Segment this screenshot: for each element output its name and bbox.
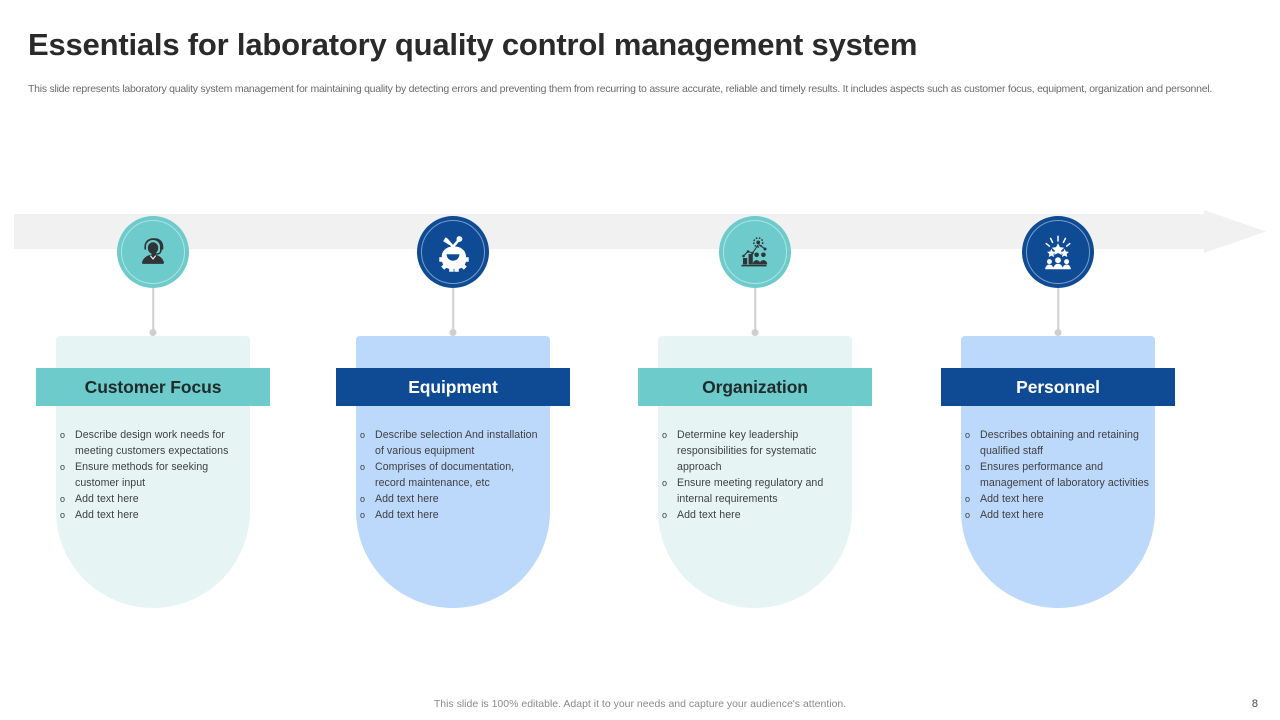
bullet-marker: o xyxy=(360,430,366,440)
list-item: o Describe design work needs for meeting … xyxy=(60,427,246,459)
bullet-text: Ensures performance and management of la… xyxy=(980,461,1149,489)
connector-line xyxy=(452,288,454,332)
bullet-marker: o xyxy=(662,430,668,440)
list-item: o Add text here xyxy=(60,507,246,523)
bullet-text: Add text here xyxy=(980,509,1044,521)
list-item: o Add text here xyxy=(965,491,1151,507)
card-header-personnel: Personnel xyxy=(941,368,1175,406)
bullet-text: Describe selection And installation of v… xyxy=(375,429,538,457)
icon-circle-customer-focus[interactable] xyxy=(117,216,189,288)
card-header-equipment: Equipment xyxy=(336,368,570,406)
circle-ring xyxy=(121,220,185,284)
column-organization: Organization o Determine key leadership r… xyxy=(605,0,905,720)
column-personnel: Personnel o Describes obtaining and retai… xyxy=(908,0,1208,720)
process-arrow xyxy=(14,210,1266,253)
bullet-text: Ensure meeting regulatory and internal r… xyxy=(677,477,824,505)
card-title-label: Organization xyxy=(702,376,808,397)
bullet-text: Describe design work needs for meeting c… xyxy=(75,429,229,457)
list-item: o Determine key leadership responsibiliti… xyxy=(662,427,848,475)
circle-ring xyxy=(421,220,485,284)
bullet-marker: o xyxy=(360,510,366,520)
connector-dot xyxy=(751,329,759,336)
bullet-text: Add text here xyxy=(75,509,139,521)
list-item: o Add text here xyxy=(60,491,246,507)
bullet-marker: o xyxy=(965,494,971,504)
list-item: o Add text here xyxy=(965,507,1151,523)
page-title: Essentials for laboratory quality contro… xyxy=(28,27,918,62)
headset-agent-icon xyxy=(142,238,164,264)
list-item: o Add text here xyxy=(360,507,546,523)
connector-line xyxy=(754,288,756,332)
page-subtitle: This slide represents laboratory quality… xyxy=(28,83,1213,95)
connector-dot xyxy=(449,329,457,336)
bullet-list-equipment: o Describe selection And installation of … xyxy=(360,427,546,523)
bullet-text: Add text here xyxy=(980,493,1044,505)
card-header-customer-focus: Customer Focus xyxy=(36,368,270,406)
page-number: 8 xyxy=(1251,698,1258,710)
card-title-label: Customer Focus xyxy=(84,376,222,397)
column-equipment: Equipment o Describe selection And instal… xyxy=(303,0,603,720)
bullet-marker: o xyxy=(965,510,971,520)
list-item: o Add text here xyxy=(662,507,848,523)
team-star-rating-icon xyxy=(1045,235,1071,270)
bullet-text: Determine key leadership responsibilitie… xyxy=(677,429,817,473)
bullet-marker: o xyxy=(60,430,66,440)
connector-line xyxy=(1057,288,1059,332)
bullet-list-customer-focus: o Describe design work needs for meeting … xyxy=(60,427,246,523)
bullet-text: Add text here xyxy=(375,509,439,521)
list-item: o Describe selection And installation of … xyxy=(360,427,546,459)
bullet-text: Add text here xyxy=(375,493,439,505)
bullet-marker: o xyxy=(965,430,971,440)
bullet-list-organization: o Determine key leadership responsibiliti… xyxy=(662,427,848,523)
list-item: o Comprises of documentation, record main… xyxy=(360,459,546,491)
bullet-marker: o xyxy=(662,510,668,520)
bullet-marker: o xyxy=(60,510,66,520)
bullet-marker: o xyxy=(360,462,366,472)
list-item: o Ensures performance and management of l… xyxy=(965,459,1151,491)
icon-circle-personnel[interactable] xyxy=(1022,216,1094,288)
bullet-text: Comprises of documentation, record maint… xyxy=(375,461,515,489)
circle-ring xyxy=(723,220,787,284)
list-item: o Add text here xyxy=(360,491,546,507)
card-title-label: Personnel xyxy=(1016,376,1100,397)
icon-circle-equipment[interactable] xyxy=(417,216,489,288)
bullet-marker: o xyxy=(60,494,66,504)
circle-ring xyxy=(1026,220,1090,284)
bullet-marker: o xyxy=(60,462,66,472)
list-item: o Describes obtaining and retaining quali… xyxy=(965,427,1151,459)
bullet-text: Ensure methods for seeking customer inpu… xyxy=(75,461,209,489)
bullet-list-personnel: o Describes obtaining and retaining quali… xyxy=(965,427,1151,523)
bullet-text: Describes obtaining and retaining qualif… xyxy=(980,429,1139,457)
list-item: o Ensure meeting regulatory and internal … xyxy=(662,475,848,507)
icon-circle-organization[interactable] xyxy=(719,216,791,288)
org-growth-chart-icon xyxy=(741,237,768,267)
column-customer-focus: Customer Focus o Describe design work nee… xyxy=(3,0,303,720)
footer-note: This slide is 100% editable. Adapt it to… xyxy=(433,698,847,710)
connector-dot xyxy=(149,329,157,336)
bullet-text: Add text here xyxy=(677,509,741,521)
gear-tools-icon xyxy=(439,236,469,272)
card-header-organization: Organization xyxy=(638,368,872,406)
bullet-text: Add text here xyxy=(75,493,139,505)
card-title-label: Equipment xyxy=(408,376,498,397)
list-item: o Ensure methods for seeking customer inp… xyxy=(60,459,246,491)
connector-dot xyxy=(1054,329,1062,336)
bullet-marker: o xyxy=(662,478,668,488)
bullet-marker: o xyxy=(965,462,971,472)
connector-line xyxy=(152,288,154,332)
bullet-marker: o xyxy=(360,494,366,504)
